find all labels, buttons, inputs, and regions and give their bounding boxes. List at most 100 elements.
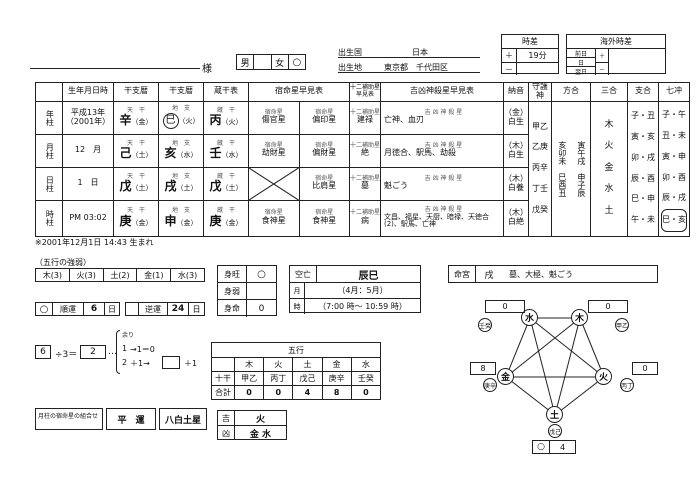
col-hojo: 十二補助星早見表 bbox=[349, 82, 381, 102]
gogyo-count-item: 土(2) bbox=[104, 269, 138, 281]
col-shigou: 支合 bbox=[627, 82, 659, 102]
kan-element: （金） bbox=[131, 218, 153, 227]
birth-place: 東京都 千代田区 bbox=[384, 63, 448, 72]
sub-label: 吉 凶 神 殺 星 bbox=[424, 108, 463, 116]
star2-cell: 比肩星 bbox=[312, 181, 337, 191]
kan-char: 己 bbox=[119, 146, 132, 161]
date-cell: 12 月 bbox=[62, 133, 114, 168]
shi-element: （土） bbox=[176, 184, 198, 193]
kichi-cell: 文昌、福星、天厨、暗禄、天徳合(2)、駅馬、亡神 bbox=[384, 212, 489, 229]
col-sangou: 三合 bbox=[590, 82, 628, 102]
node-metal: 金 bbox=[497, 368, 514, 385]
gogyo-col: 水 bbox=[350, 357, 382, 372]
sub-label: 吉 凶 神 殺 星 bbox=[424, 206, 463, 214]
shi-char: 亥 bbox=[164, 146, 177, 161]
col-kanshi2: 干支暦 bbox=[158, 82, 204, 102]
shigou-item: 午・未 bbox=[631, 215, 655, 225]
kuubou-value: 辰巳 bbox=[358, 270, 379, 282]
birth-place-label: 出生地 bbox=[338, 63, 362, 72]
gogyo-count-item: 金(1) bbox=[137, 269, 172, 281]
table-row: 月柱 12 月 天 干己（土） 地 支亥（水） 蔵 干壬（水） 宿命星劫財星 宿… bbox=[35, 133, 690, 168]
calc-result-box[interactable] bbox=[162, 356, 180, 369]
zou-element: （金） bbox=[221, 218, 243, 227]
shigou-item: 卯・戌 bbox=[631, 152, 655, 162]
calc-r1-text: →1＝0 bbox=[130, 345, 155, 354]
hojo-cell: 絶 bbox=[361, 148, 369, 158]
shugo-item: 丙辛 bbox=[532, 163, 548, 173]
col-shichichu: 七冲 bbox=[658, 82, 690, 102]
kyou-value: 金 水 bbox=[249, 429, 272, 440]
gyakuun-value: 24 bbox=[168, 303, 189, 315]
edge bbox=[554, 317, 581, 416]
male-check[interactable] bbox=[254, 55, 272, 69]
kaigai-next: 翌日 bbox=[574, 69, 587, 76]
col-nacchin: 納音 bbox=[503, 82, 529, 102]
hougou-item: 巳酉丑 bbox=[557, 172, 567, 197]
calc-r2: 2 bbox=[122, 358, 128, 367]
star-cell: 食神星 bbox=[261, 215, 286, 225]
earth-value-box: ○ 4 bbox=[532, 440, 576, 454]
jikkan-cell: 壬癸 bbox=[350, 371, 382, 386]
value-fire: 0 bbox=[632, 362, 658, 375]
gogyo-table: 五行 木 火 土 金 水 十干 甲乙 丙丁 戊己 庚辛 壬癸 合計 0 0 4 … bbox=[211, 342, 382, 400]
star-cell-crossed bbox=[248, 166, 300, 201]
gogyo-col: 火 bbox=[263, 357, 294, 372]
tag-earth: 戊己 bbox=[548, 424, 562, 438]
gyakuun-label: 逆運 bbox=[139, 303, 168, 315]
tag-fire: 丙丁 bbox=[620, 378, 634, 392]
edge bbox=[554, 376, 605, 416]
calc-a: 6 bbox=[35, 345, 51, 359]
value-metal: 8 bbox=[470, 362, 496, 375]
edge bbox=[505, 317, 581, 378]
sangou-item: 土 bbox=[604, 205, 614, 216]
date-cell: 1 日 bbox=[62, 166, 114, 201]
female-check[interactable]: ○ bbox=[292, 56, 302, 68]
edge bbox=[505, 317, 531, 378]
col-kanshi1: 干支暦 bbox=[113, 82, 159, 102]
kan-element: （土） bbox=[131, 151, 153, 160]
sub-label: 蔵 干 bbox=[216, 172, 235, 180]
sub-label: 宿命星 bbox=[315, 141, 334, 149]
jikkan-cell: 丙丁 bbox=[263, 371, 294, 386]
zou-element: （火） bbox=[221, 118, 243, 127]
value-wood: 0 bbox=[588, 300, 628, 313]
kuubou-time-label: 時 bbox=[290, 299, 305, 314]
hojo-cell: 建禄 bbox=[357, 115, 373, 125]
meikyu-kan: 戌 bbox=[484, 270, 494, 281]
zou-element: （水） bbox=[221, 151, 243, 160]
chu-item: 寅・申 bbox=[662, 151, 686, 161]
gyakuun-mark[interactable] bbox=[126, 303, 139, 315]
bottom-value2: 八白土星 bbox=[159, 408, 207, 430]
tag-water: 壬癸 bbox=[478, 318, 492, 332]
nacchin-cell: （木）白生 bbox=[503, 133, 529, 168]
jisa-minus-value[interactable] bbox=[517, 63, 558, 75]
nacchin-cell: （木）白養 bbox=[503, 166, 529, 201]
shugo-item: 戊癸 bbox=[532, 204, 548, 214]
calc-op: ÷3＝ bbox=[55, 350, 78, 360]
gogyo-col: 金 bbox=[321, 357, 352, 372]
sub-label: 十二補助星 bbox=[350, 108, 381, 116]
shinmei-label: 身命 bbox=[218, 300, 247, 317]
tag-wood: 甲乙 bbox=[615, 318, 629, 332]
gogyo-diagram bbox=[505, 317, 605, 416]
kaigai-value[interactable] bbox=[609, 49, 665, 75]
shi-element: （金） bbox=[176, 218, 198, 227]
gogyo-title: （五行の強弱） bbox=[35, 258, 91, 267]
meikyu-text: 墓、大極、魁ごう bbox=[509, 270, 573, 279]
kaigai-day: 日 bbox=[567, 58, 595, 67]
junun-box: ○ 順運 6 日 bbox=[35, 302, 120, 316]
kaigai-label: 海外時差 bbox=[567, 35, 665, 49]
nacchin-cell: （金）白生 bbox=[503, 100, 529, 135]
gogyo-count-item: 木(3) bbox=[36, 269, 70, 281]
zou-char: 庚 bbox=[209, 213, 222, 228]
sub-label: 十二補助星 bbox=[350, 141, 381, 149]
col-seinengappi: 生年月日時 bbox=[62, 82, 114, 102]
calc-dots: … bbox=[108, 347, 117, 357]
sub-label: 地 支 bbox=[171, 139, 190, 147]
jisa-value[interactable]: 19分 bbox=[528, 51, 547, 60]
kichi-cell: 月徳合、駅馬、劫殺 bbox=[384, 148, 456, 158]
sub-label: 宿命星 bbox=[315, 108, 334, 116]
shi-char: 巳 bbox=[162, 112, 179, 129]
gyakuun-box: 逆運 24 日 bbox=[125, 302, 205, 316]
place-underline bbox=[338, 72, 480, 73]
